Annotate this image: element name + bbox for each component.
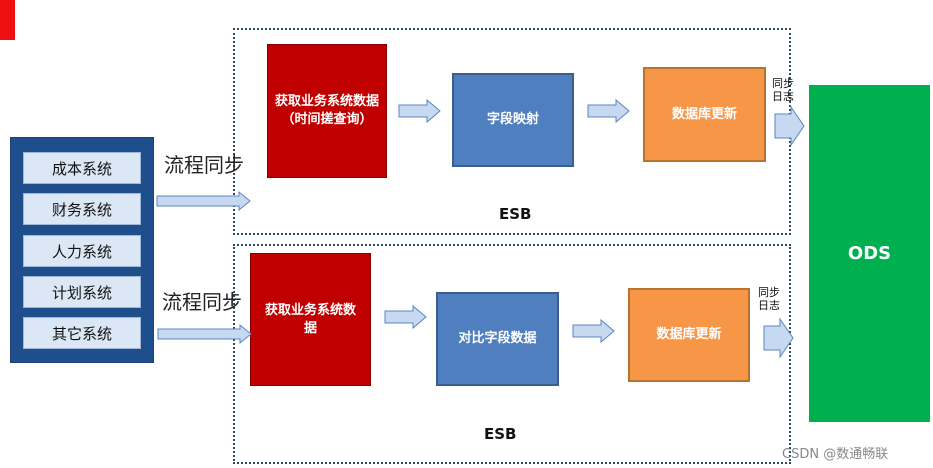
fetch-data-box-top[interactable]: 获取业务系统数据 （时间搓查询） <box>267 44 387 178</box>
flow-sync-label-top: 流程同步 <box>164 153 244 177</box>
arrow-compare-to-update <box>572 318 615 344</box>
watermark: CSDN @数通畅联 <box>782 447 889 462</box>
system-cost[interactable]: 成本系统 <box>23 152 141 184</box>
esb-bottom-boundary <box>233 244 791 464</box>
system-label: 其它系统 <box>51 324 112 343</box>
system-finance[interactable]: 财务系统 <box>23 193 141 225</box>
system-label: 人力系统 <box>51 242 112 261</box>
arrow-fetch-to-compare <box>384 304 427 330</box>
system-label: 成本系统 <box>51 159 112 178</box>
arrow-update-to-ods-top <box>774 105 805 147</box>
field-mapping-box[interactable]: 字段映射 <box>452 73 574 167</box>
system-plan[interactable]: 计划系统 <box>23 276 141 308</box>
system-label: 计划系统 <box>51 283 112 302</box>
system-hr[interactable]: 人力系统 <box>23 235 141 267</box>
arrow-update-to-ods-bottom <box>763 317 794 359</box>
sync-log-label-top: 同步日志 <box>772 77 794 103</box>
source-systems-panel: 成本系统 财务系统 人力系统 计划系统 其它系统 <box>10 137 154 363</box>
db-update-box-top[interactable]: 数据库更新 <box>643 67 766 162</box>
system-other[interactable]: 其它系统 <box>23 317 141 349</box>
ods-box[interactable]: ODS <box>809 85 930 422</box>
compare-fields-box[interactable]: 对比字段数据 <box>436 292 559 386</box>
esb-label-top: ESB <box>499 205 532 223</box>
db-update-box-bottom[interactable]: 数据库更新 <box>628 288 750 382</box>
arrow-mapping-to-update <box>587 98 630 124</box>
arrow-systems-to-top-flow <box>156 190 251 212</box>
fetch-data-box-bottom[interactable]: 获取业务系统数据 <box>250 253 371 386</box>
sync-log-label-bottom: 同步日志 <box>758 286 780 312</box>
arrow-fetch-to-mapping <box>398 98 441 124</box>
red-corner-tab <box>0 0 15 40</box>
esb-label-bottom: ESB <box>484 425 517 443</box>
flow-sync-label-bottom: 流程同步 <box>162 290 242 314</box>
system-label: 财务系统 <box>51 200 112 219</box>
arrow-systems-to-bottom-flow <box>157 323 252 345</box>
